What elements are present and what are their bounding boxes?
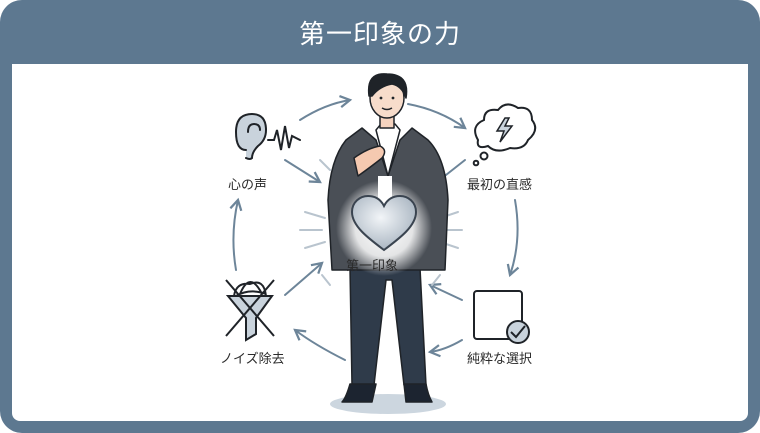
diagram-title: 第一印象の力	[298, 19, 461, 50]
node-label-noise-removal: ノイズ除去	[220, 352, 285, 367]
node-label-pure-choice: 純粋な選択	[467, 352, 533, 367]
glowing-heart-icon	[350, 194, 418, 252]
diagram-canvas: 心の声 最初の直感 純粋な選択 ノイズ除去 第一印象	[12, 64, 748, 421]
center-label: 第一印象	[346, 259, 399, 274]
node-label-first-intuition: 最初の直感	[467, 178, 533, 193]
crossed-funnel-icon	[225, 279, 275, 342]
ear-soundwave-icon	[234, 112, 301, 160]
checkbox-check-icon	[473, 290, 530, 344]
diagram-illustration	[225, 73, 537, 414]
thought-cloud-lightning-icon	[472, 103, 537, 167]
node-label-inner-voice: 心の声	[228, 178, 268, 193]
